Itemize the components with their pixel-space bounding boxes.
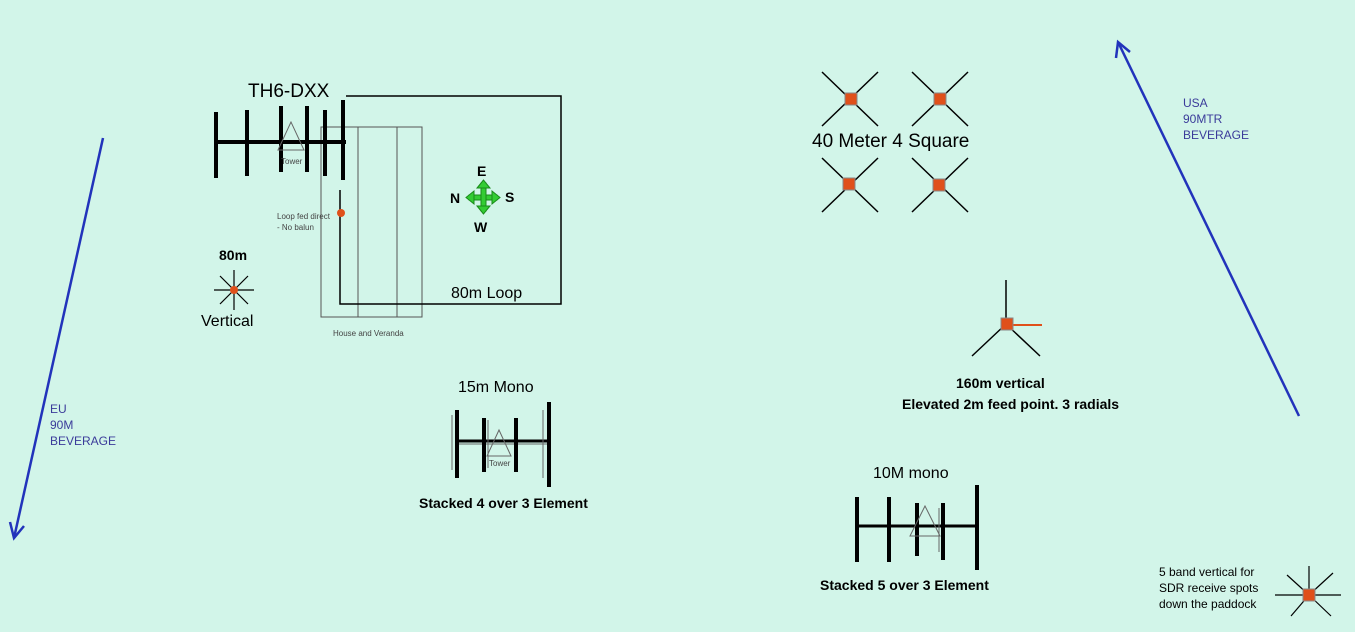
th6-dxx-yagi [214,100,346,180]
vertical-80m-feed [230,286,238,294]
house-outline [320,126,423,318]
usa-beverage-line1: USA [1183,96,1208,110]
loop-feed-point [337,209,345,217]
mono-15m-tower-label: Tower [489,459,511,468]
usa-beverage-line2: 90MTR [1183,112,1223,126]
loop-80m-label: 80m Loop [451,285,523,302]
eu-beverage-line [8,137,105,541]
four-square-feeds [842,92,947,192]
mono-10m-note: Stacked 5 over 3 Element [820,577,989,593]
loop-feed-note-2: - No balun [277,223,314,232]
mono-10m-title: 10M mono [873,465,949,482]
usa-beverage-line [1114,39,1301,417]
compass-west: W [474,219,488,235]
four-square-label: 40 Meter 4 Square [812,131,970,152]
sdr-vertical-note-3: down the paddock [1159,597,1257,611]
mono-15m-yagi [451,402,551,487]
loop-80m-wire [339,95,562,305]
vertical-80m-title: 80m [219,247,248,263]
sdr-vertical-note-2: SDR receive spots [1159,581,1259,595]
compass-east: E [477,163,487,179]
compass-arrows [465,179,501,215]
th6-tower-label: Tower [281,157,303,166]
vertical-160m-note: Elevated 2m feed point. 3 radials [902,396,1120,412]
eu-beverage-line2: 90M [50,418,74,432]
vertical-160m-feed [1000,317,1014,331]
eu-beverage-line3: BEVERAGE [50,434,117,448]
compass-south: S [505,189,515,205]
loop-feed-note-1: Loop fed direct [277,212,330,221]
house-label: House and Veranda [333,329,404,338]
vertical-80m-label: Vertical [201,313,254,330]
mono-10m-yagi [855,485,979,570]
vertical-160m-title: 160m vertical [956,375,1045,391]
mono-15m-title: 15m Mono [458,379,534,396]
sdr-vertical-note-1: 5 band vertical for [1159,565,1255,579]
usa-beverage-line3: BEVERAGE [1183,128,1250,142]
compass-north: N [450,190,461,206]
sdr-vertical-feed [1302,588,1316,602]
eu-beverage-line1: EU [50,402,67,416]
mono-15m-note: Stacked 4 over 3 Element [419,495,588,511]
th6-dxx-label: TH6-DXX [248,81,330,102]
